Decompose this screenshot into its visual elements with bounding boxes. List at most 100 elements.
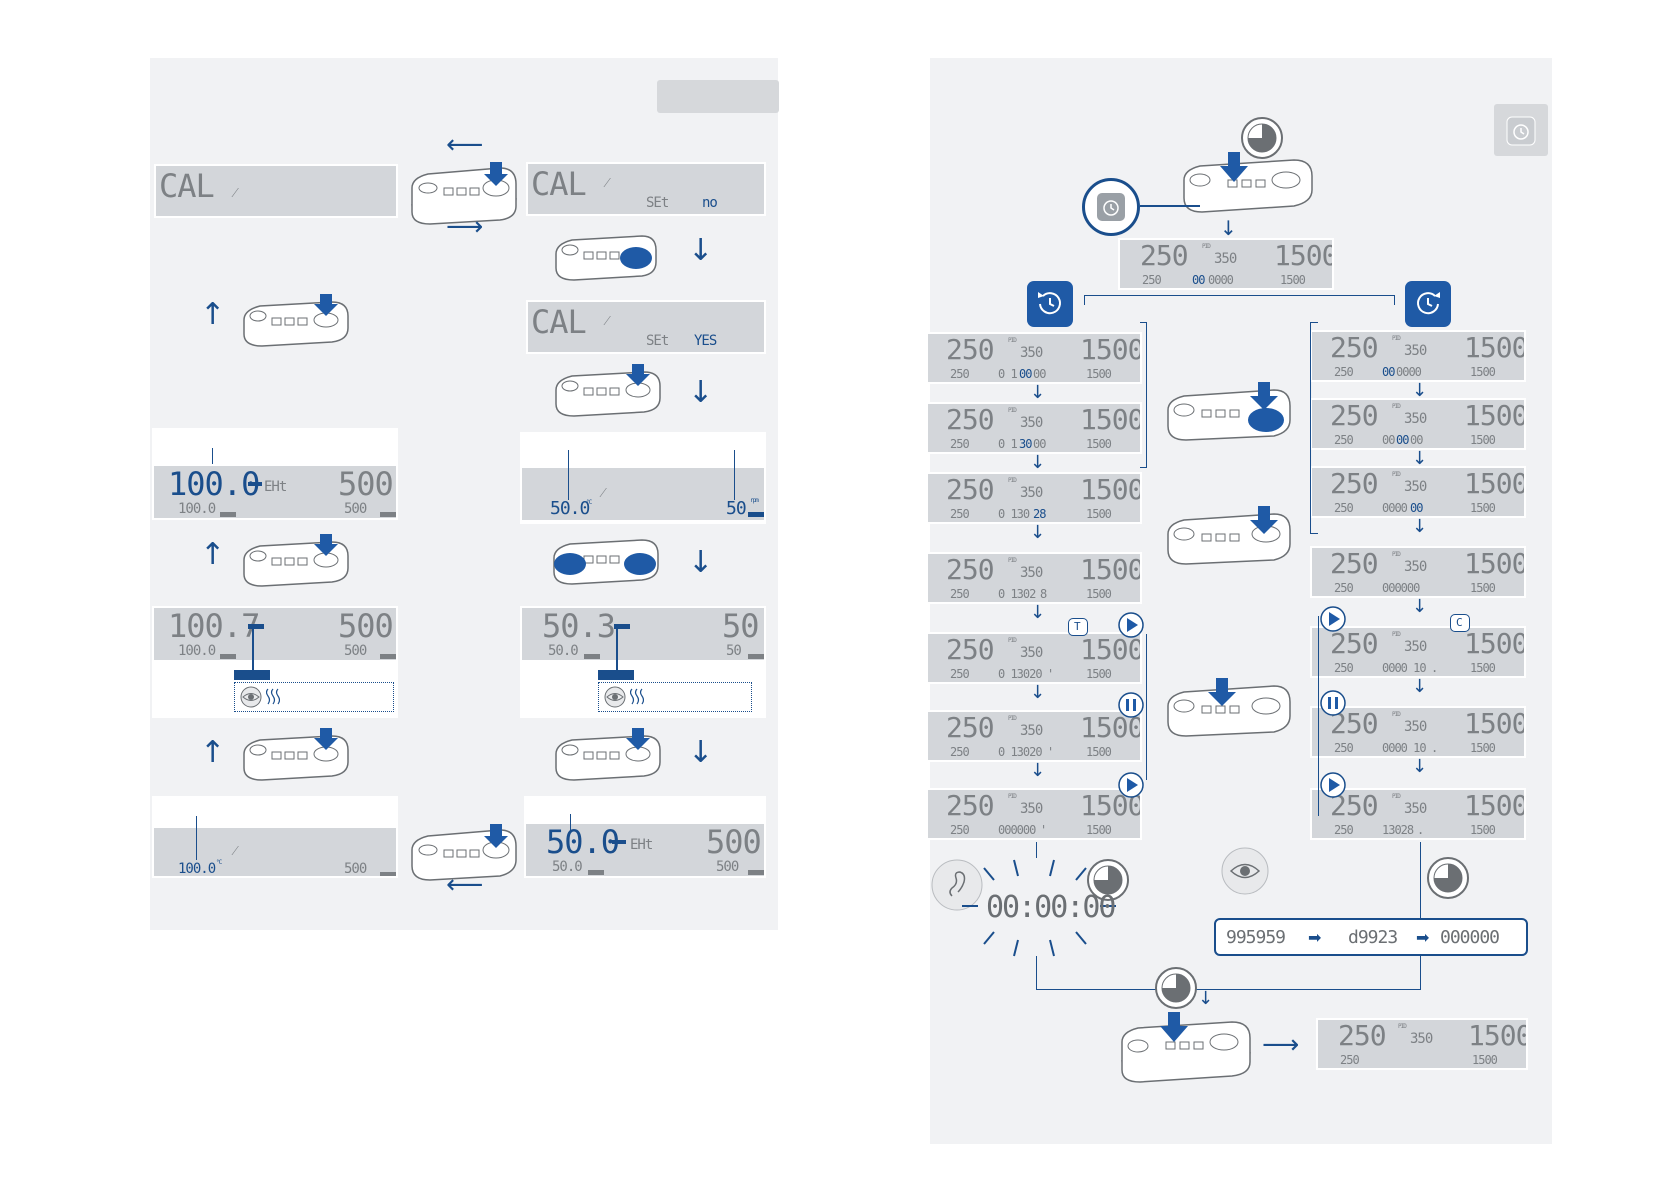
stirrer-press-mid-icon xyxy=(1167,506,1291,565)
lcd-t2: 350 xyxy=(1404,343,1427,359)
lcd-pid: PID xyxy=(1008,557,1017,564)
pointer-line-b1 xyxy=(568,450,569,500)
lcd-sub-spd: 1500 xyxy=(1086,437,1112,451)
e-unit: °C xyxy=(216,859,222,866)
play-icon-4 xyxy=(1320,772,1346,798)
lcd-t2: 350 xyxy=(1020,345,1043,361)
stirrer-rotate-icon xyxy=(555,235,657,281)
timer-dial-icon-top xyxy=(1241,117,1283,159)
branch-left-v xyxy=(1084,295,1085,305)
main-sub-spd: 1500 xyxy=(1280,273,1306,287)
arrow-left-bottom: ⟵ xyxy=(446,870,484,900)
c-badge xyxy=(1450,614,1470,632)
lcd-time-a: 000000 xyxy=(1382,581,1420,595)
c-badge-label: C xyxy=(1456,616,1463,629)
t-badge-label: T xyxy=(1074,620,1081,633)
lcd-time-b: 8 xyxy=(1040,587,1047,601)
lcd-sub-t: 250 xyxy=(950,587,970,601)
bracket-r1-top xyxy=(1310,322,1318,323)
lcd-pid: PID xyxy=(1392,403,1401,410)
countup-icon[interactable] xyxy=(1404,280,1452,328)
lcd-time-hl: 28 xyxy=(1033,507,1046,521)
stirrer-press-icon-6 xyxy=(411,824,517,881)
c-info-box xyxy=(234,682,394,712)
lcd-pid: PID xyxy=(1008,477,1017,484)
lcd-spd: 1500 xyxy=(1080,633,1142,666)
lcd-spd: 1500 xyxy=(1464,331,1526,364)
callout-line-h xyxy=(1140,205,1200,207)
arrow-left-top: ⟵ xyxy=(446,130,484,160)
lcd-time-hl: 00 xyxy=(1019,367,1032,381)
cal-display-yes: CAL ⁄ SEt YES xyxy=(526,300,766,354)
lcd-sub-t: 250 xyxy=(1334,501,1354,515)
lcd-time-a: 0 13020 xyxy=(998,745,1043,759)
stirrer-press-icon-4 xyxy=(243,728,349,781)
arrow-up-1: ↑ xyxy=(200,297,226,332)
sequence-arrow-1: ➡ xyxy=(1308,928,1322,947)
bracket-r1 xyxy=(1310,322,1311,534)
lcd-t2: 350 xyxy=(1020,565,1043,581)
d-pointer-line xyxy=(616,628,618,672)
cal-text-yes: CAL xyxy=(531,303,587,341)
join-right-v xyxy=(1420,956,1421,990)
countdown-icon[interactable] xyxy=(1026,280,1074,328)
lcd-t2: 350 xyxy=(1020,723,1043,739)
sequence-box xyxy=(1214,918,1528,956)
bracket-l1-top xyxy=(1140,322,1146,323)
lcd-t2: 350 xyxy=(1404,479,1427,495)
lcd-t1: 250 xyxy=(1330,627,1379,660)
main-t2: 350 xyxy=(1214,251,1237,267)
stirrer-press-icon-1 xyxy=(243,294,349,347)
lcd-t1: 250 xyxy=(1330,331,1379,364)
cal-display-left: CAL ⁄ xyxy=(154,164,398,218)
f-sub-speed-bar xyxy=(748,870,764,875)
lcd-time-a: 0000 10 xyxy=(1382,741,1427,755)
stirrer-press-icon-5 xyxy=(555,728,661,781)
lcd-time-a: 0 13020 xyxy=(998,667,1043,681)
final-sub-spd: 1500 xyxy=(1472,1053,1498,1067)
set-label-yes: SEt xyxy=(646,333,669,349)
lcd-t2: 350 xyxy=(1020,645,1043,661)
arrow-down-4: ↓ xyxy=(688,735,714,770)
arrow-right-top: ⟶ xyxy=(446,212,484,242)
lcd-t1: 250 xyxy=(946,789,995,822)
left-tab-marker xyxy=(657,80,779,113)
right-col-arrow-down: ↓ xyxy=(1412,448,1428,469)
lcd-spd: 1500 xyxy=(1464,789,1526,822)
display-50-3: 50.3 50 50.0 50 xyxy=(520,606,766,662)
lcd-sub-t: 250 xyxy=(950,667,970,681)
d-sub-temp: 50.0 xyxy=(548,643,579,659)
lcd-sub-t: 250 xyxy=(1334,823,1354,837)
eye-icon-2 xyxy=(604,686,626,708)
right-col-arrow-down: ↓ xyxy=(1412,380,1428,401)
lcd-time-b: . xyxy=(1431,661,1438,675)
lcd-t1: 250 xyxy=(946,553,995,586)
ear-icon xyxy=(931,859,983,911)
lcd-time-b: 00 xyxy=(1033,437,1046,451)
lcd-sub-spd: 1500 xyxy=(1470,661,1496,675)
stirrer-press-center-icon xyxy=(1167,678,1291,737)
b-rpm: rpm xyxy=(750,497,759,504)
lcd-sub-t: 250 xyxy=(950,507,970,521)
e-temp: 100.0 xyxy=(178,861,216,877)
stirrer-timer-press-icon xyxy=(1183,152,1313,213)
lcd-sub-spd: 1500 xyxy=(1470,823,1496,837)
lcd-time-b: . xyxy=(1417,823,1424,837)
lcd-time-hl: 00 xyxy=(1382,365,1395,379)
sequence-line-v xyxy=(1420,842,1421,918)
pointer-line-a xyxy=(212,448,213,464)
lcd-sub-spd: 1500 xyxy=(1086,745,1112,759)
lcd-time-b: ' xyxy=(1040,823,1047,837)
main-t1: 250 xyxy=(1140,239,1189,272)
lcd-sub-spd: 1500 xyxy=(1470,741,1496,755)
lcd-pid: PID xyxy=(1392,551,1401,558)
lcd-time-a: 0000 xyxy=(1382,501,1408,515)
arrow-down-final: ↓ xyxy=(1198,988,1214,1009)
lcd-sub-t: 250 xyxy=(950,823,970,837)
left-col-arrow-down: ↓ xyxy=(1030,760,1046,781)
